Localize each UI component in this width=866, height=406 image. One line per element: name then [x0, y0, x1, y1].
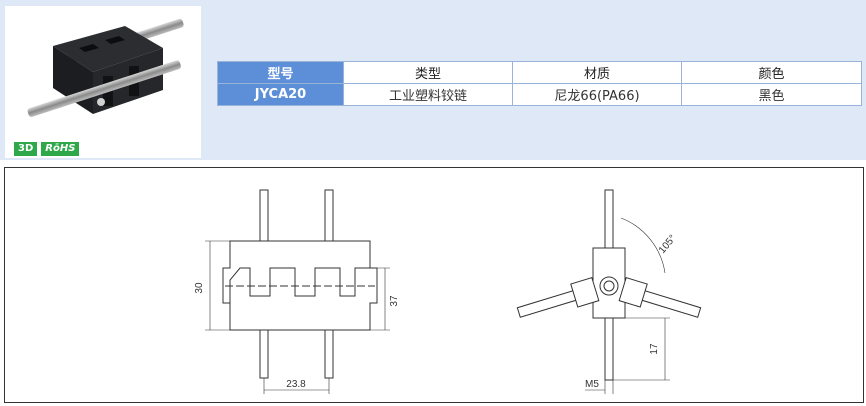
product-header-panel: 3D RōHS 型号 类型 材质 颜色 JYCA20 工业塑料铰链 尼龙66(P… — [0, 0, 866, 160]
side-view — [516, 189, 702, 394]
dim-height-label: 30 — [194, 282, 205, 294]
product-photo — [5, 6, 201, 158]
hinge-photo-illustration — [27, 18, 184, 117]
side-dim-rod-label: 17 — [649, 343, 660, 355]
badge-3d: 3D — [14, 142, 38, 156]
header-color: 颜色 — [681, 61, 862, 84]
thread-label: M5 — [585, 379, 599, 390]
spec-table: 型号 类型 材质 颜色 JYCA20 工业塑料铰链 尼龙66(PA66) 黑色 — [217, 61, 862, 106]
technical-drawing-panel: 30 37 23.8 — [4, 167, 864, 403]
header-type: 类型 — [343, 61, 513, 84]
angle-label: 105° — [657, 233, 679, 256]
cell-color: 黑色 — [681, 83, 862, 106]
badge-rohs: RōHS — [41, 142, 80, 156]
header-material: 材质 — [512, 61, 682, 84]
technical-drawing: 30 37 23.8 — [194, 189, 702, 394]
cell-model: JYCA20 — [217, 83, 344, 106]
dim-width-label: 23.8 — [286, 379, 306, 390]
table-row: JYCA20 工业塑料铰链 尼龙66(PA66) 黑色 — [217, 83, 862, 106]
front-view — [205, 189, 390, 394]
header-model: 型号 — [217, 61, 344, 84]
spec-table-header-row: 型号 类型 材质 颜色 — [217, 61, 862, 84]
certification-badges: 3D RōHS — [14, 142, 80, 156]
cell-type: 工业塑料铰链 — [343, 83, 513, 106]
cell-material: 尼龙66(PA66) — [512, 83, 682, 106]
dim-rod-label: 37 — [389, 295, 400, 307]
